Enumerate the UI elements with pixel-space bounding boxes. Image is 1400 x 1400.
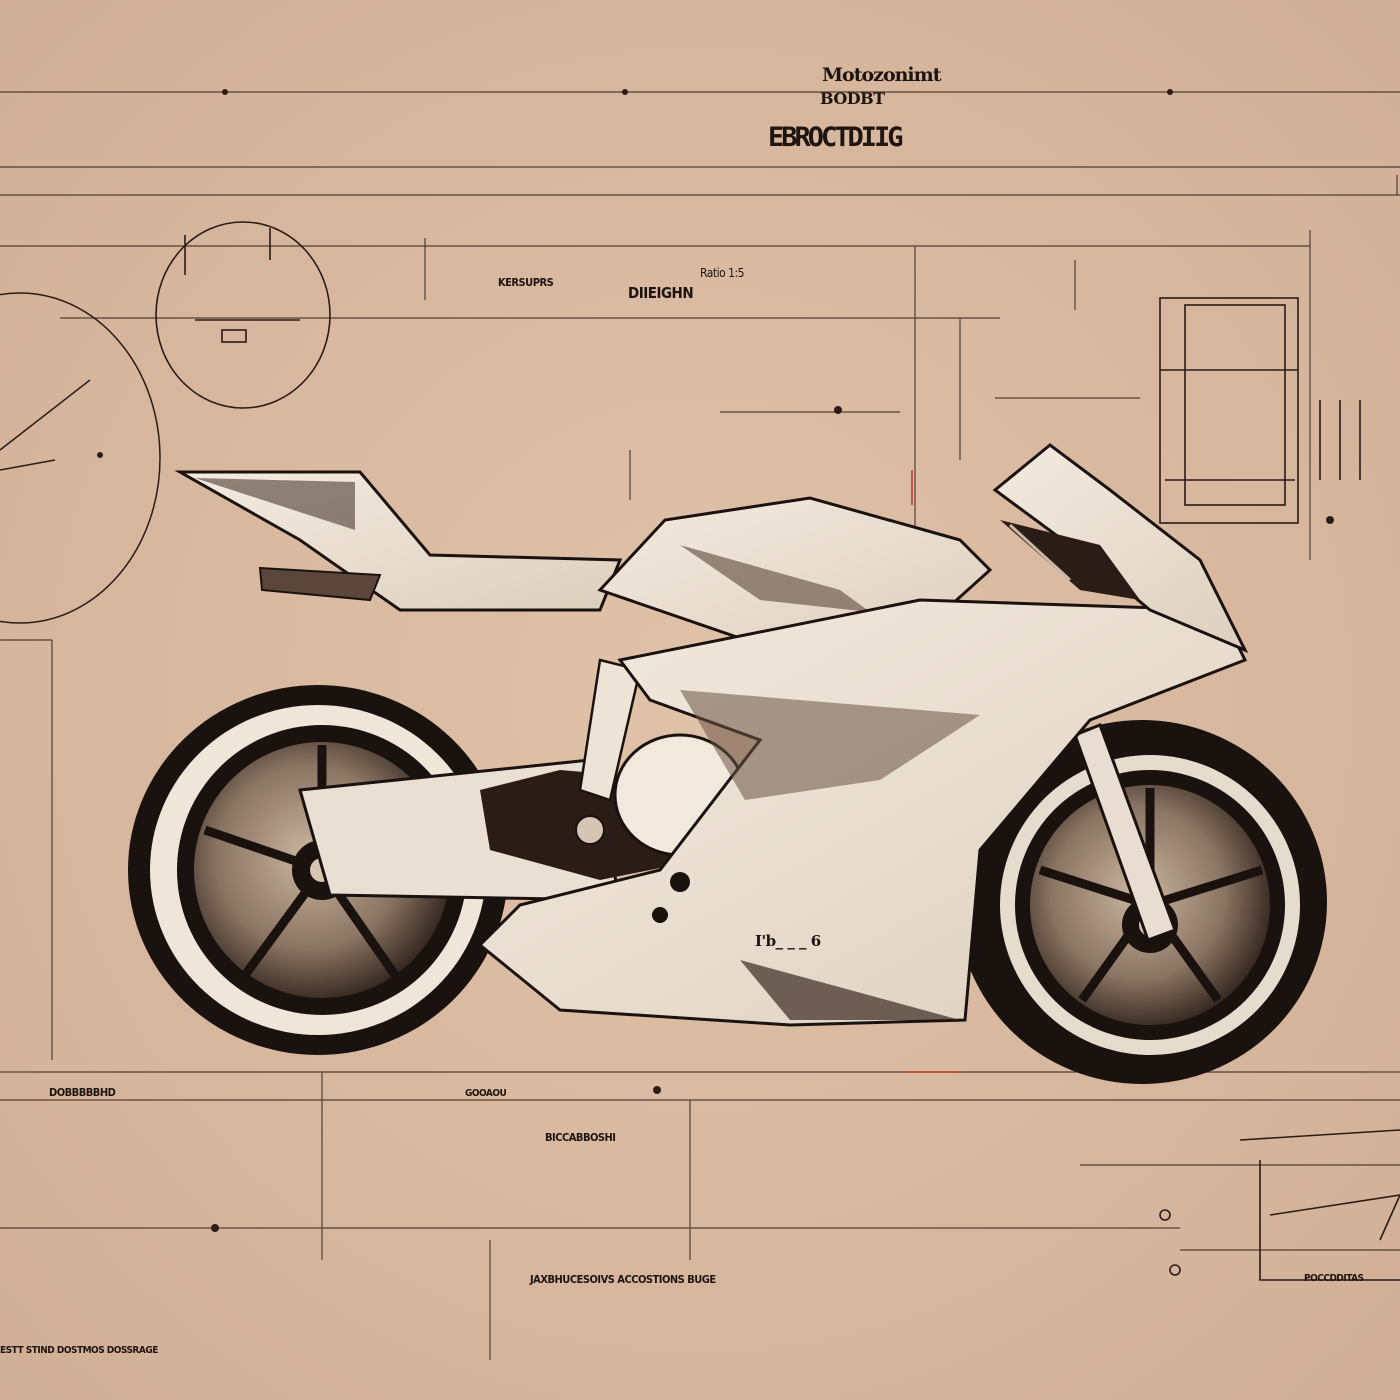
- bottom-center-label: GOOAOU: [465, 1088, 507, 1099]
- corner-notes: ESTT STIND DOSTMOS DOSSRAGE: [0, 1345, 158, 1356]
- blueprint-grid: [0, 91, 1400, 1360]
- bottom-right-detail: [1159, 1129, 1400, 1281]
- bottom-left-label: DOBBBBBHD: [49, 1086, 116, 1099]
- dimension-ticks: [97, 89, 1334, 1232]
- motorcycle-illustration: [128, 443, 1327, 1084]
- design-label: DIIEIGHN: [628, 284, 694, 302]
- front-fork: [1073, 723, 1177, 942]
- right-notes: POCCDDITAS: [1304, 1273, 1364, 1284]
- ratio-label: Ratio 1:5: [700, 266, 745, 280]
- top-circle-detail: [155, 221, 331, 409]
- red-accents: [905, 470, 960, 1073]
- bike-label: I'b_ _ _ 6: [755, 932, 821, 950]
- title-heading-1: Motozonimt: [822, 64, 942, 86]
- title-heading-2: BODBT: [820, 89, 885, 108]
- spec-label: KERSUPRS: [498, 276, 554, 289]
- left-circle-detail: [0, 292, 161, 624]
- right-box-detail: [1159, 297, 1361, 524]
- bottom-mid-label: BICCABBOSHI: [545, 1131, 616, 1144]
- notes-block: JAXBHUCESOIVS ACCOSTIONS BUGE: [530, 1273, 716, 1286]
- title-main: EBROCTDIIG: [768, 122, 904, 153]
